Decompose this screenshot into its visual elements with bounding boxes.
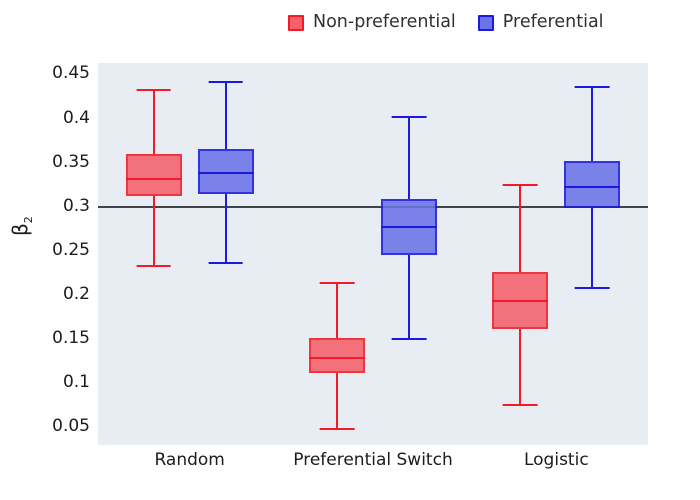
x-axis-tick-labels: Random Preferential Switch Logistic	[98, 452, 648, 480]
box-iqr	[197, 148, 254, 195]
reference-line	[98, 205, 648, 208]
whisker-cap-upper	[208, 80, 244, 83]
whisker-upper	[591, 85, 594, 161]
whisker-cap-lower	[208, 262, 244, 265]
y-tick-label: 0.4	[62, 107, 90, 128]
whisker-cap-lower	[136, 265, 172, 268]
whisker-upper	[336, 281, 338, 339]
y-tick-label: 0.25	[52, 239, 90, 260]
whisker-upper	[519, 183, 522, 273]
legend-entry-preferential: Preferential	[477, 12, 604, 32]
median-line	[492, 300, 549, 303]
whisker-upper	[152, 88, 155, 154]
legend-label-non-preferential: Non-preferential	[313, 12, 456, 32]
y-tick-label: 0.2	[62, 284, 90, 305]
whisker-cap-lower	[391, 338, 427, 341]
whisker-cap-lower	[502, 403, 538, 406]
median-line	[564, 185, 621, 188]
boxplot-non-preferential-logistic	[492, 63, 549, 445]
whisker-lower	[224, 194, 227, 263]
whisker-lower	[591, 207, 594, 288]
whisker-cap-upper	[502, 183, 538, 186]
y-axis-tick-labels: 0.05 0.1 0.15 0.2 0.25 0.3 0.35 0.4 0.45	[28, 0, 90, 500]
whisker-lower	[408, 255, 410, 339]
x-tick-label: Random	[154, 450, 225, 470]
box-iqr	[125, 153, 182, 197]
y-tick-label: 0.1	[62, 372, 90, 393]
box-iqr	[309, 338, 365, 373]
box-iqr	[564, 160, 621, 208]
legend-label-preferential: Preferential	[502, 12, 604, 32]
y-tick-label: 0.35	[52, 151, 90, 172]
median-line	[197, 172, 254, 175]
y-tick-label: 0.05	[52, 416, 90, 437]
y-tick-label: 0.3	[62, 195, 90, 216]
square-marker-icon	[288, 14, 304, 31]
boxplot-preferential-random	[197, 63, 254, 445]
boxplot-non-preferential-preferential-switch	[309, 63, 365, 445]
boxplot-non-preferential-random	[125, 63, 182, 445]
x-tick-label: Logistic	[523, 450, 589, 470]
whisker-cap-upper	[136, 88, 172, 91]
chart-legend: Non-preferential Preferential	[288, 12, 604, 32]
median-line	[309, 356, 365, 359]
legend-entry-non-preferential: Non-preferential	[288, 12, 456, 32]
median-line	[381, 226, 437, 229]
whisker-cap-upper	[391, 115, 427, 118]
whisker-upper	[408, 115, 410, 199]
x-tick-label: Preferential Switch	[293, 450, 453, 470]
square-marker-icon	[477, 14, 494, 31]
whisker-upper	[224, 80, 227, 149]
whisker-lower	[152, 196, 155, 266]
whisker-cap-upper	[319, 281, 355, 284]
whisker-lower	[336, 372, 338, 429]
plot-area	[98, 63, 648, 445]
whisker-cap-lower	[319, 428, 355, 431]
median-line	[125, 178, 182, 181]
whisker-lower	[519, 328, 522, 404]
boxplot-preferential-logistic	[564, 63, 621, 445]
y-tick-label: 0.45	[52, 63, 90, 84]
boxplot-preferential-preferential-switch	[381, 63, 437, 445]
whisker-cap-upper	[574, 85, 610, 88]
y-tick-label: 0.15	[52, 328, 90, 349]
whisker-cap-lower	[574, 287, 610, 290]
